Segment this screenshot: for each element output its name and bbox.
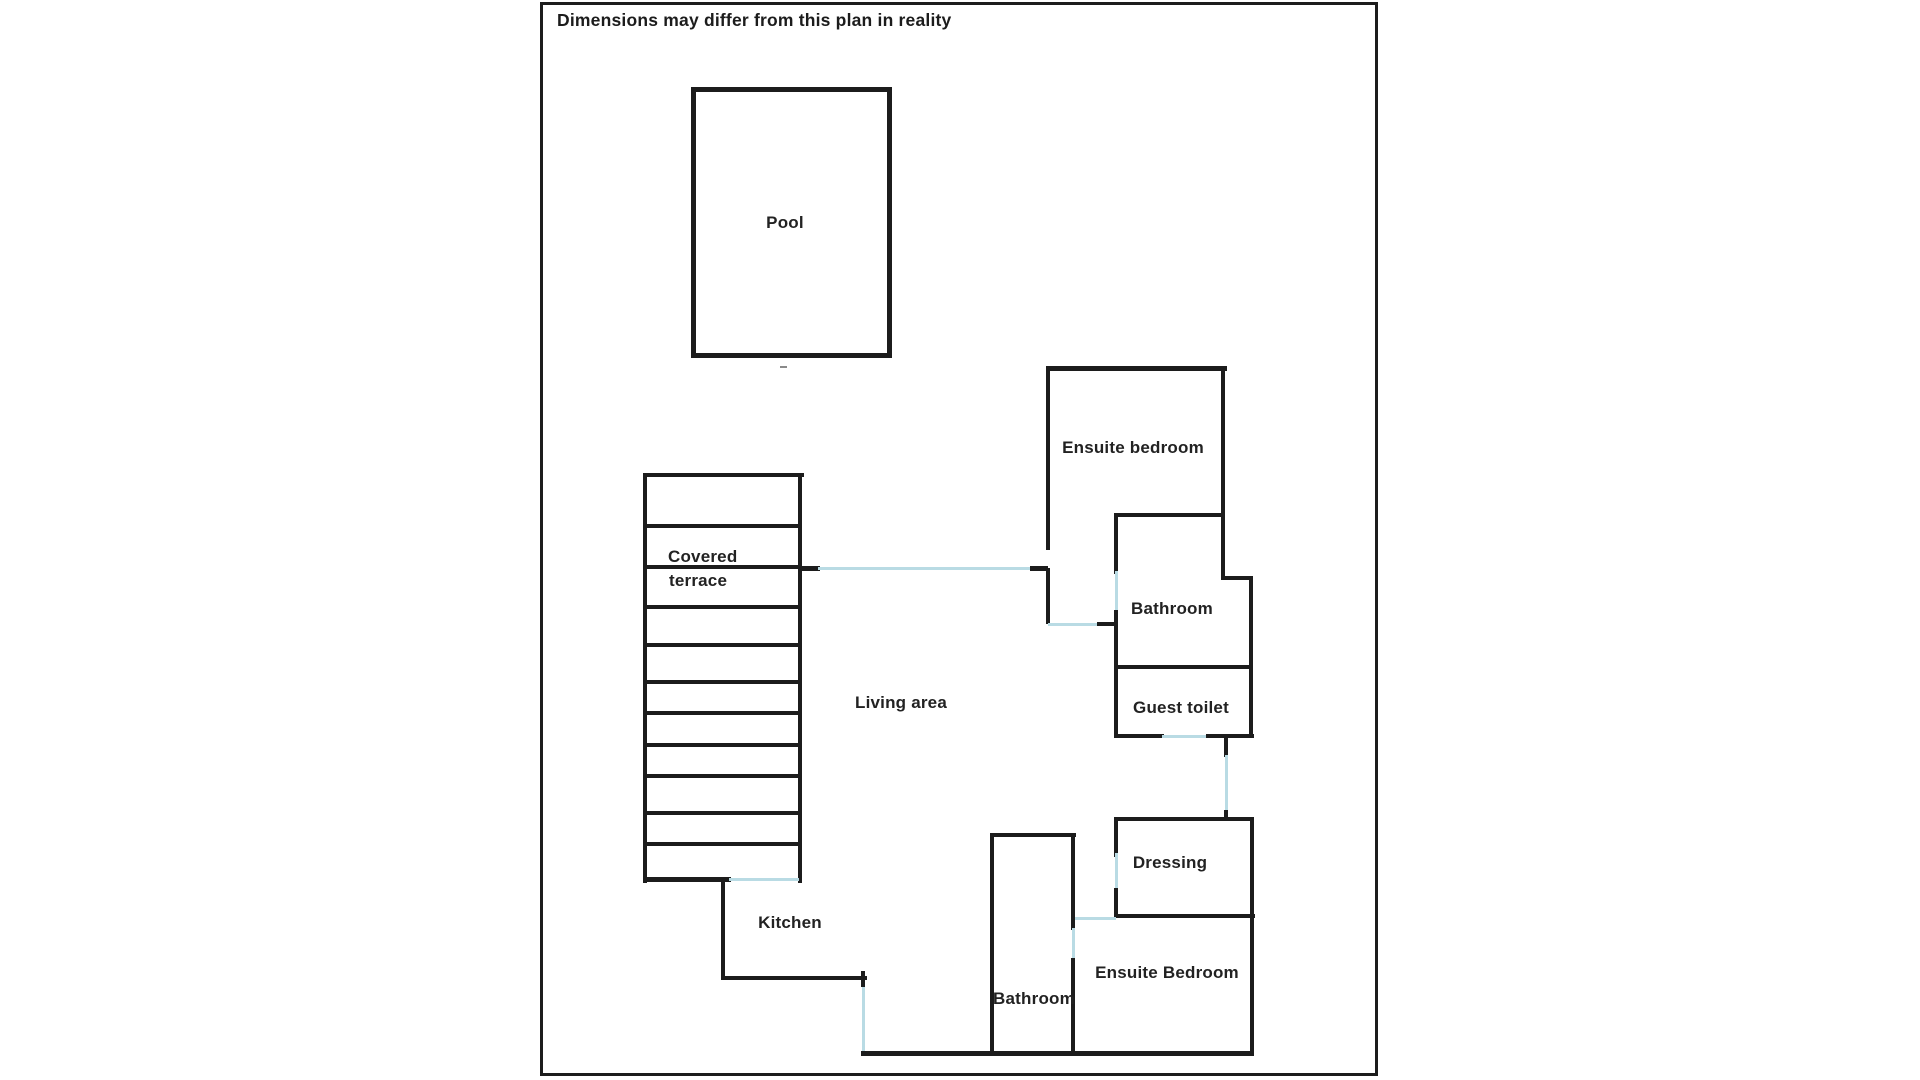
wall-dressing-left-lower (1114, 888, 1118, 918)
wall-ensuite-top-right (1221, 366, 1225, 580)
wall-bathroom-bottom-right-upper (1071, 833, 1075, 930)
wall-stub-hall (1097, 622, 1116, 626)
terrace-slat-line (645, 774, 800, 778)
wall-stub-terrace-window (798, 566, 820, 571)
wall-dressing-bottom (1114, 914, 1255, 918)
wall-connector-lower (1224, 810, 1228, 819)
terrace-slat-line (645, 743, 800, 747)
wall-guest-toilet-bottom-right (1206, 734, 1254, 738)
room-label-ensuite-bedroom-bottom: Ensuite Bedroom (1095, 963, 1239, 982)
wall-bathroom-bottom-right-lower (1071, 958, 1075, 1055)
wall-dressing-left-upper (1114, 817, 1118, 857)
terrace-slat-line (645, 605, 800, 609)
plan-disclaimer-text: Dimensions may differ from this plan in … (557, 10, 952, 30)
terrace-slat-line (645, 842, 800, 846)
plan-outer-border (540, 2, 1378, 1076)
terrace-slat-line (645, 524, 800, 528)
wall-terrace-right (798, 473, 802, 883)
opening-bedroom-hall (1074, 917, 1116, 920)
wall-bathroom-bottom (1114, 665, 1253, 669)
opening-kitchen-door (862, 987, 865, 1052)
wall-guest-toilet-bottom-left (1114, 734, 1164, 738)
opening-living-area-window (818, 567, 1032, 570)
wall-ensuite-top-top (1046, 366, 1227, 371)
wall-house-bottom (861, 1051, 1254, 1056)
room-label-covered-terrace-1: Covered (668, 547, 738, 566)
wall-ensuite-top-left-upper (1046, 366, 1050, 550)
opening-guest-toilet-door (1162, 735, 1208, 738)
opening-connector (1225, 755, 1228, 811)
opening-dressing-door (1115, 853, 1118, 890)
wall-bathroom-bottom-top (990, 833, 1076, 837)
wall-terrace-top (643, 473, 804, 477)
wall-bathroom-bottom-left (990, 833, 994, 1055)
opening-bathroom-top-door (1115, 571, 1118, 611)
room-label-ensuite-bedroom-top: Ensuite bedroom (1062, 438, 1204, 457)
room-label-covered-terrace-2: terrace (669, 571, 728, 590)
wall-bathroom-guest-right (1249, 576, 1253, 738)
wall-dressing-bedroom-right (1250, 817, 1254, 1055)
wall-dressing-top (1114, 817, 1254, 821)
wall-ensuite-top-left-lower (1046, 568, 1050, 624)
terrace-slat-line (645, 643, 800, 647)
opening-terrace-bottom (729, 878, 799, 881)
terrace-slat-line (645, 680, 800, 684)
room-label-pool: Pool (766, 213, 804, 232)
wall-bathroom-guest-left (1114, 610, 1118, 738)
room-label-bathroom-top: Bathroom (1131, 599, 1213, 618)
wall-bathroom-top-top (1115, 513, 1225, 517)
opening-hall (1048, 623, 1099, 626)
opening-bathroom-bottom-door (1072, 928, 1075, 960)
wall-kitchen-bottom (721, 976, 867, 980)
wall-bathroom-top-left-upper (1114, 513, 1118, 574)
wall-kitchen-left (721, 879, 725, 980)
pool-outline (691, 87, 892, 358)
wall-stub-bedroom-window (1030, 566, 1048, 571)
wall-bathroom-step (1221, 576, 1253, 580)
terrace-slat-line (645, 711, 800, 715)
room-label-bathroom-bottom: Bathroom (993, 989, 1075, 1008)
wall-stub-kitchen-door (861, 971, 865, 987)
wall-terrace-bottom (643, 877, 731, 882)
room-label-kitchen: Kitchen (758, 913, 822, 932)
room-label-living-area: Living area (855, 693, 947, 712)
terrace-slat-line (645, 811, 800, 815)
terrace-slat-line (645, 565, 800, 569)
room-label-guest-toilet: Guest toilet (1133, 698, 1229, 717)
wall-connector-upper (1224, 734, 1228, 757)
wall-terrace-left (643, 473, 647, 883)
room-label-dressing: Dressing (1132, 853, 1208, 872)
stray-mark (780, 366, 787, 368)
